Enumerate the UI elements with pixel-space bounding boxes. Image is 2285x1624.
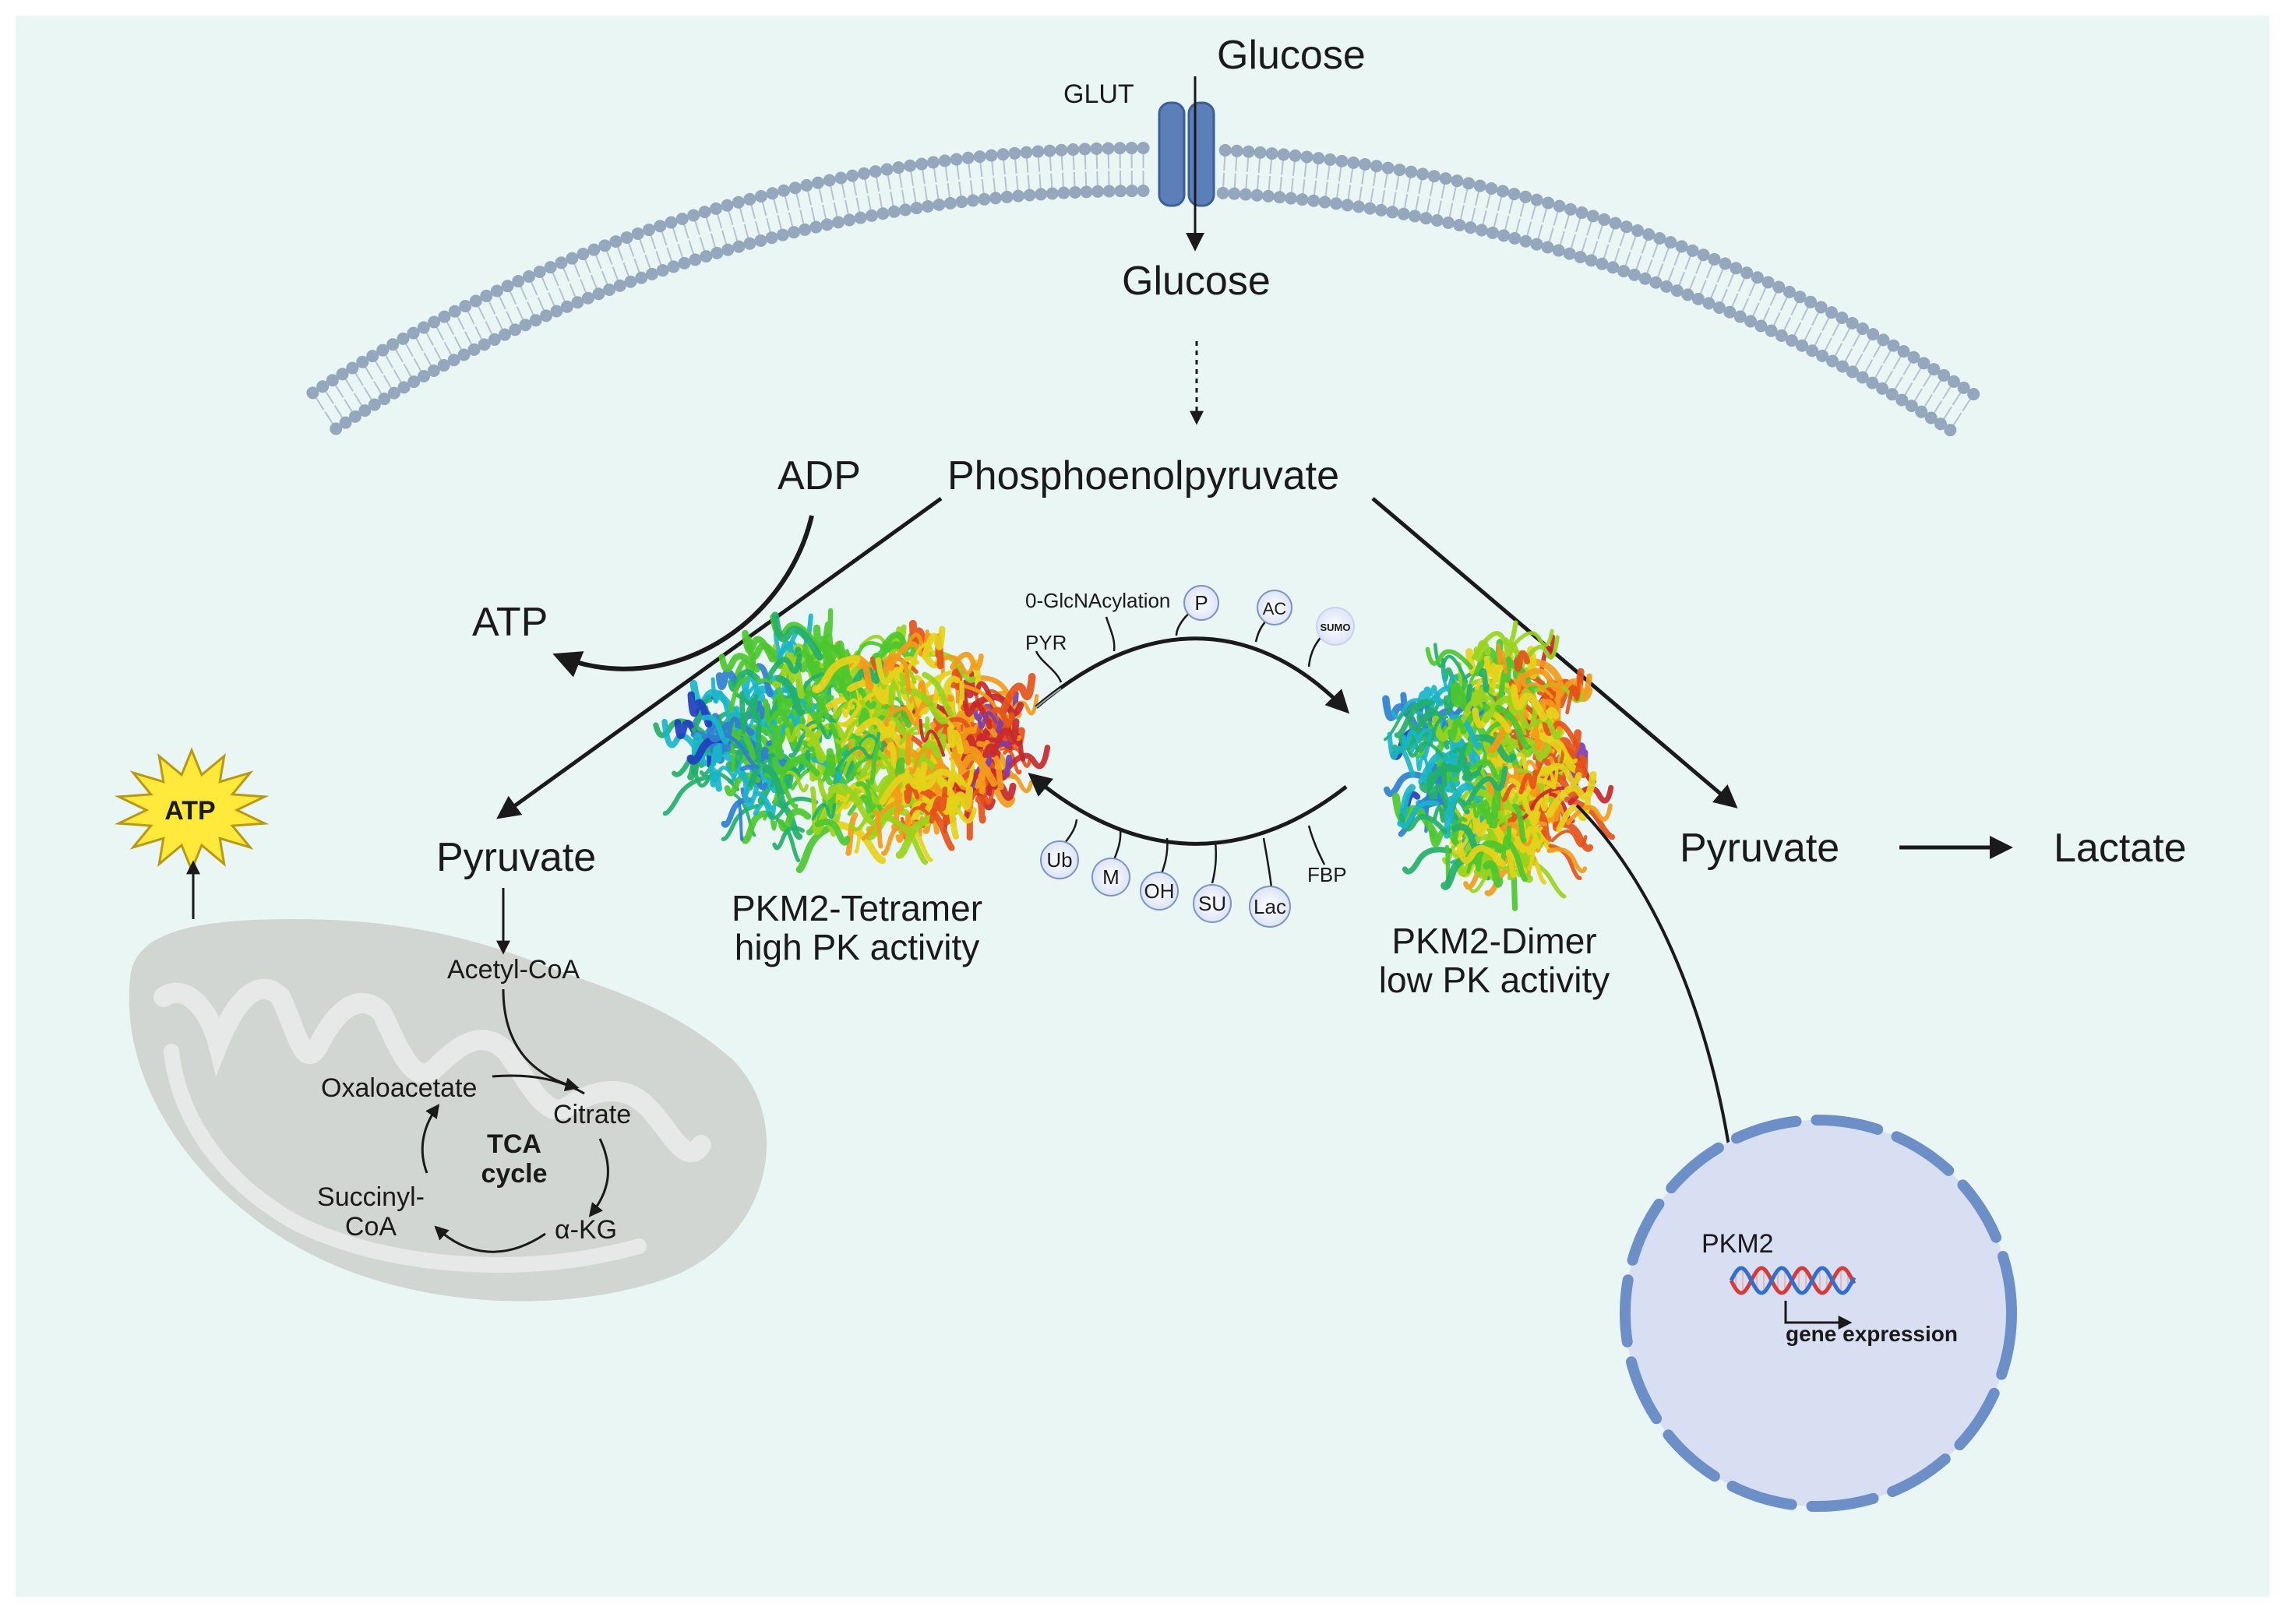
pyruvate-left-label: Pyruvate [436, 835, 596, 880]
mod-lac-label: Lac [1254, 895, 1286, 918]
atp-burst-label: ATP [164, 796, 215, 826]
atp-label: ATP [472, 600, 548, 645]
oxaloacetate-label: Oxaloacetate [321, 1073, 477, 1103]
succinyl-coa-line2: CoA [345, 1212, 397, 1242]
acetyl-coa-label: Acetyl-CoA [447, 955, 580, 985]
adp-label: ADP [778, 453, 861, 498]
pkm2-tetramer-title: PKM2-Tetramer [732, 888, 982, 928]
pkm2-tetramer-subtitle: high PK activity [735, 927, 979, 967]
pep-label: Phosphoenolpyruvate [947, 453, 1339, 498]
citrate-label: Citrate [553, 1100, 631, 1129]
pyruvate-right-label: Pyruvate [1680, 826, 1839, 871]
mod-pyr-label: PYR [1025, 631, 1067, 654]
nucleus [1625, 1120, 2012, 1506]
tca-label-line2: cycle [481, 1159, 547, 1189]
glucose-outside-label: Glucose [1217, 33, 1366, 78]
mod-ac-label: AC [1263, 599, 1287, 618]
pkm2-dimer-subtitle: low PK activity [1379, 960, 1610, 1000]
mod-p-label: P [1194, 591, 1208, 615]
lactate-label: Lactate [2054, 826, 2187, 871]
mod-m-label: M [1102, 865, 1120, 889]
tca-label-line1: TCA [487, 1129, 541, 1159]
mod-sumo-label: SUMO [1321, 622, 1351, 633]
nucleus-pkm2-label: PKM2 [1701, 1229, 1774, 1259]
mod-ub-label: Ub [1046, 848, 1072, 872]
gene-expression-label: gene expression [1786, 1322, 1958, 1346]
pkm2-dimer-title: PKM2-Dimer [1391, 921, 1596, 961]
akg-label: α-KG [555, 1215, 617, 1245]
mod-oh-label: OH [1144, 879, 1175, 903]
mod-fbp-label: FBP [1307, 863, 1347, 886]
succinyl-coa-line1: Succinyl- [317, 1182, 425, 1212]
glut-label: GLUT [1063, 79, 1134, 109]
mod-glcnacylation-label: 0-GlcNAcylation [1025, 589, 1170, 612]
glucose-inside-label: Glucose [1122, 259, 1271, 304]
mod-su-label: SU [1198, 892, 1226, 915]
